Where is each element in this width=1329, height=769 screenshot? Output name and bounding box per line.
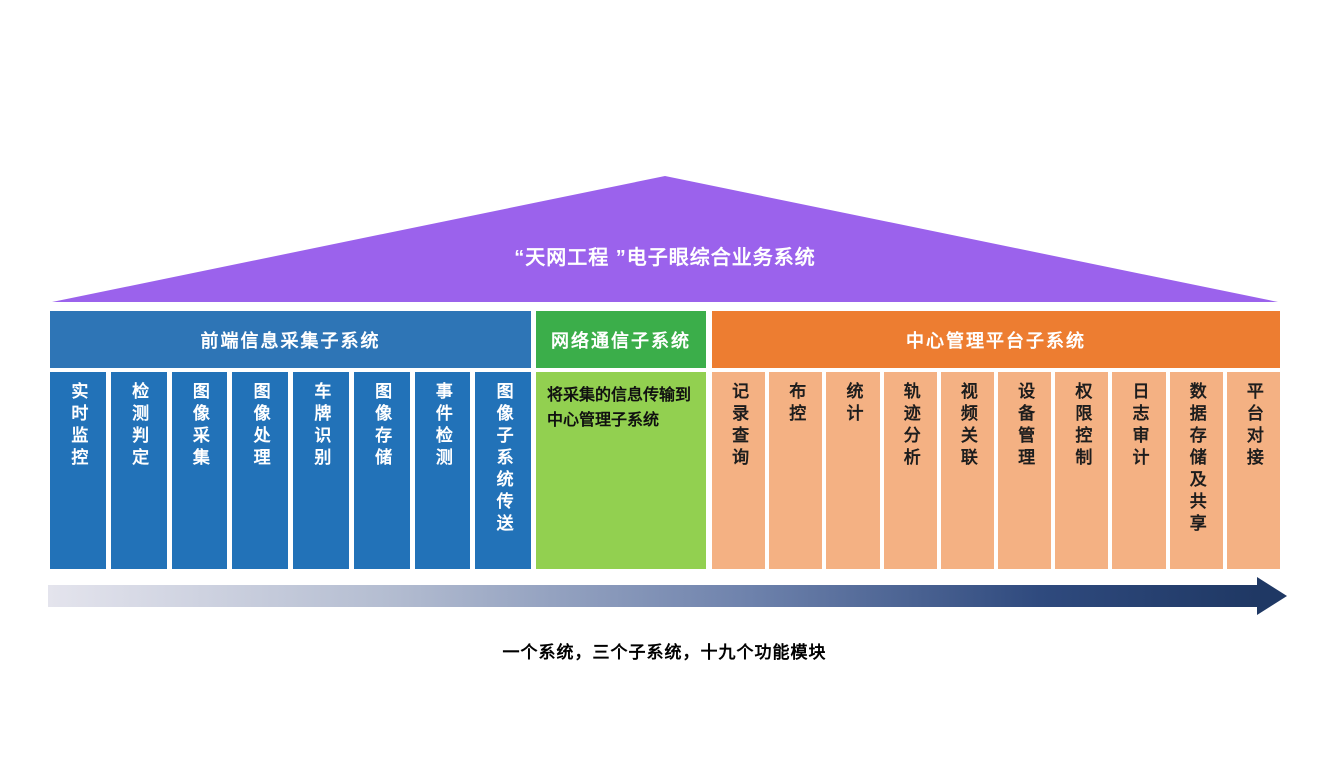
module-label: 平台对接 [1243, 382, 1263, 470]
module-label: 图像存储 [372, 382, 392, 470]
module-image-processing: 图像处理 [232, 372, 288, 569]
module-surveillance-control: 布控 [769, 372, 823, 569]
module-video-association: 视频关联 [940, 372, 995, 569]
module-log-audit: 日志审计 [1112, 372, 1166, 569]
module-image-storage: 图像存储 [353, 372, 410, 569]
network-description-box: 将采集的信息传输到中心管理子系统 [536, 372, 706, 569]
module-label: 检测判定 [129, 382, 149, 470]
header-frontend-subsystem: 前端信息采集子系统 [50, 311, 531, 368]
module-label: 数据存储及共享 [1186, 382, 1206, 536]
module-label: 实时监控 [68, 382, 88, 470]
module-data-storage-sharing: 数据存储及共享 [1169, 372, 1223, 569]
frontend-module-columns: 实时监控 检测判定 图像采集 图像处理 车牌识别 图像存储 事件检测 图像子系统… [50, 372, 531, 569]
module-event-detection: 事件检测 [414, 372, 471, 569]
module-label: 设备管理 [1015, 382, 1035, 470]
module-realtime-monitoring: 实时监控 [50, 372, 106, 569]
module-label: 图像采集 [189, 382, 209, 470]
module-trajectory-analysis: 轨迹分析 [883, 372, 937, 569]
header-network-subsystem: 网络通信子系统 [536, 311, 706, 368]
module-label: 统计 [843, 382, 863, 426]
module-platform-docking: 平台对接 [1226, 372, 1281, 569]
module-detection-judgment: 检测判定 [110, 372, 167, 569]
module-image-collection: 图像采集 [171, 372, 228, 569]
module-label: 图像子系统传送 [493, 382, 513, 536]
network-description-text: 将采集的信息传输到中心管理子系统 [547, 387, 692, 429]
module-plate-recognition: 车牌识别 [293, 372, 349, 569]
module-label: 视频关联 [957, 382, 977, 470]
header-center-subsystem: 中心管理平台子系统 [712, 311, 1280, 368]
diagram-title: “天网工程 ”电子眼综合业务系统 [514, 247, 816, 269]
arrow-body [48, 585, 1257, 607]
module-label: 图像处理 [250, 382, 270, 470]
module-label: 记录查询 [729, 382, 749, 470]
header-network-label: 网络通信子系统 [551, 330, 691, 351]
module-label: 轨迹分析 [900, 382, 920, 470]
module-statistics: 统计 [826, 372, 880, 569]
module-label: 车牌识别 [311, 382, 331, 470]
summary-caption: 一个系统，三个子系统，十九个功能模块 [502, 643, 827, 662]
center-module-columns: 记录查询 布控 统计 轨迹分析 视频关联 设备管理 权限控制 日志审计 数据存储… [712, 372, 1281, 569]
module-label: 事件检测 [432, 382, 452, 470]
module-label: 日志审计 [1129, 382, 1149, 470]
module-device-management: 设备管理 [998, 372, 1052, 569]
header-center-label: 中心管理平台子系统 [906, 330, 1086, 351]
arrow-head-icon [1257, 577, 1287, 615]
gradient-flow-arrow [48, 577, 1287, 615]
module-permission-control: 权限控制 [1055, 372, 1109, 569]
header-frontend-label: 前端信息采集子系统 [200, 330, 381, 351]
module-image-subsystem-transfer: 图像子系统传送 [475, 372, 531, 569]
module-record-query: 记录查询 [712, 372, 766, 569]
roof-triangle [52, 176, 1278, 302]
module-label: 权限控制 [1072, 382, 1092, 470]
module-label: 布控 [786, 382, 806, 426]
